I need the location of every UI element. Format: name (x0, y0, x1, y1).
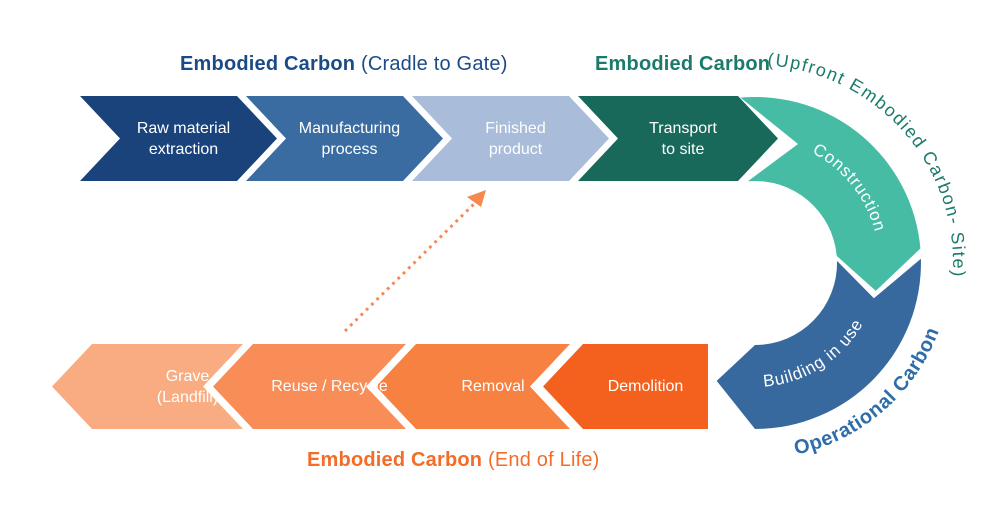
arrow-demolition (543, 344, 708, 429)
arrow-finished-product (412, 96, 609, 181)
recycle-arrow (343, 190, 486, 333)
recycle-arrow-head (467, 190, 486, 207)
arrow-removal (376, 344, 570, 429)
arrow-raw-material-extraction (80, 96, 277, 181)
arrow-transport-to-site (578, 96, 778, 181)
arrow-reuse-recycle (213, 344, 406, 429)
arc-construction (740, 96, 921, 291)
arrow-grave-landfill (52, 344, 243, 429)
recycle-arrow-dotted-line (343, 199, 479, 333)
arrow-manufacturing-process (246, 96, 443, 181)
arc-building-in-use (716, 258, 921, 429)
